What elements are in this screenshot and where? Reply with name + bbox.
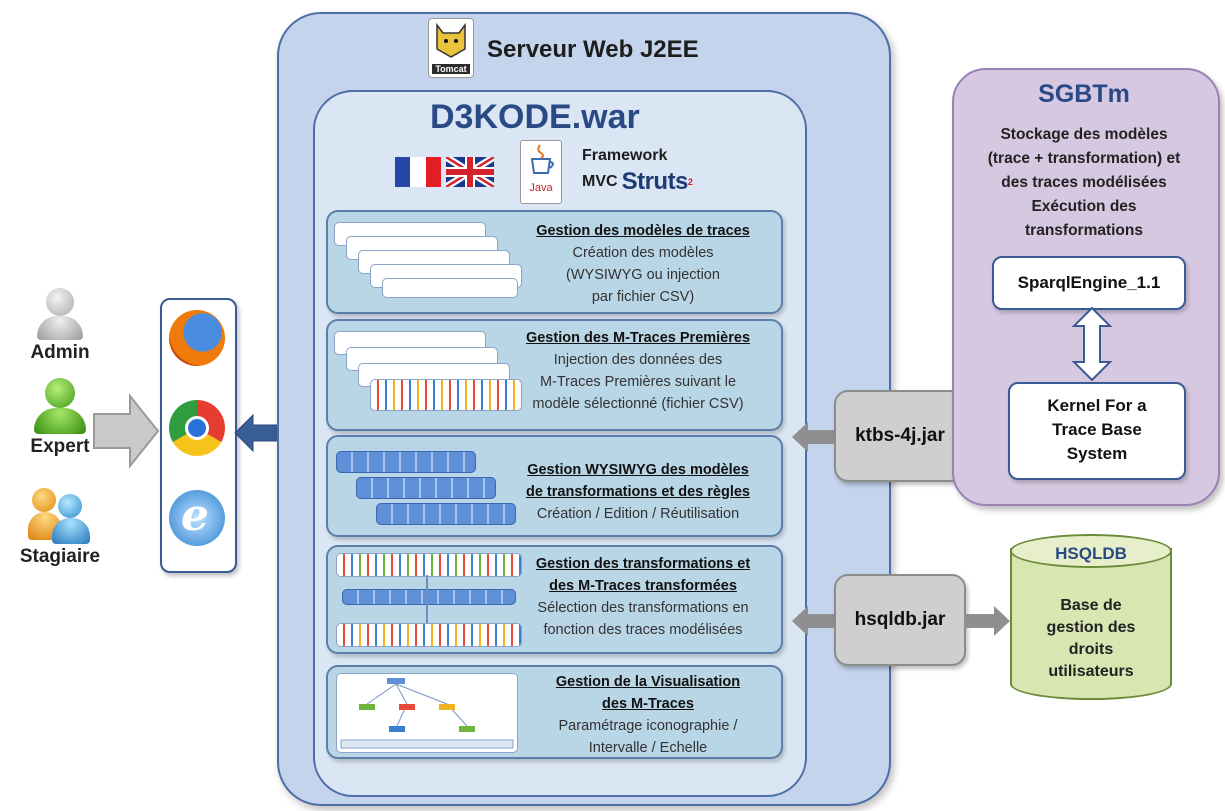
module-title: Gestion des M-Traces Premières: [525, 330, 751, 346]
module-primary-mtraces[interactable]: Gestion des M-Traces Premières Injection…: [326, 319, 783, 431]
uk-flag-icon[interactable]: [446, 157, 494, 187]
user-expert: Expert: [5, 378, 115, 458]
chrome-icon[interactable]: [169, 400, 225, 456]
database-cylinder-top-icon: [1010, 534, 1172, 568]
tomcat-label: Tomcat: [432, 64, 470, 74]
module-title: Gestion de la Visualisation: [555, 674, 741, 690]
user-label: Expert: [30, 436, 90, 457]
stagiaire-avatar-icon: [28, 486, 92, 544]
hsqldb-jar: hsqldb.jar: [834, 574, 966, 666]
kernel-box: Kernel For a Trace Base System: [1008, 382, 1186, 480]
french-flag-icon[interactable]: [395, 157, 441, 187]
module-transformations-mtraces[interactable]: Gestion des transformations et des M-Tra…: [326, 545, 783, 654]
module-title: Gestion des transformations et: [535, 556, 751, 572]
browser-panel: e: [160, 298, 237, 573]
user-label: Admin: [30, 342, 90, 363]
server-title: Serveur Web J2EE: [487, 36, 699, 63]
users-to-browser-arrow: [93, 393, 160, 469]
sgbtm-title: SGBTm: [1038, 80, 1130, 108]
hsqldb-description: Base de gestion des droits utilisateurs: [1046, 597, 1136, 680]
ktbs-jar: ktbs-4j.jar: [834, 390, 966, 482]
struts-logo: Struts: [621, 168, 689, 195]
user-stagiaire: Stagiaire: [5, 486, 115, 568]
tomcat-cat-icon: [436, 22, 466, 58]
transformed-trace-thumbnail: [336, 553, 522, 577]
module-title: Gestion WYSIWYG des modèles: [527, 462, 749, 478]
user-label: Stagiaire: [19, 546, 101, 567]
hsqldb-db-arrow: [964, 606, 1010, 636]
admin-avatar-icon: [46, 288, 74, 316]
sgbtm-description: Stockage des modèles (trace + transforma…: [987, 126, 1181, 239]
module-visualisation[interactable]: Gestion de la Visualisation des M-Traces…: [326, 665, 783, 759]
firefox-icon[interactable]: [169, 310, 225, 366]
java-cup-icon: [530, 144, 554, 174]
expert-avatar-icon: [45, 378, 75, 408]
tomcat-logo: Tomcat: [428, 18, 474, 78]
hsqldb-title: HSQLDB: [1055, 544, 1127, 563]
server-ktbs-arrow: [792, 422, 838, 452]
sparql-engine-box: SparqlEngine_1.1: [992, 256, 1186, 310]
framework-label: Framework MVC Struts 2: [582, 147, 693, 195]
user-admin: Admin: [5, 288, 115, 364]
module-title: Gestion des modèles de traces: [536, 223, 750, 239]
war-title: D3KODE.war: [430, 98, 640, 136]
module-wysiwyg-transformations[interactable]: Gestion WYSIWYG des modèles de transform…: [326, 435, 783, 537]
java-label: Java: [529, 182, 553, 194]
java-logo: Java: [520, 140, 562, 204]
visualisation-thumbnail: [336, 673, 518, 753]
internet-explorer-icon[interactable]: e: [169, 490, 225, 546]
module-trace-models[interactable]: Gestion des modèles de traces Création d…: [326, 210, 783, 314]
server-hsqldb-arrow: [792, 606, 838, 636]
engine-kernel-double-arrow: [1072, 306, 1112, 382]
transformation-model-thumbnail: [336, 451, 476, 473]
